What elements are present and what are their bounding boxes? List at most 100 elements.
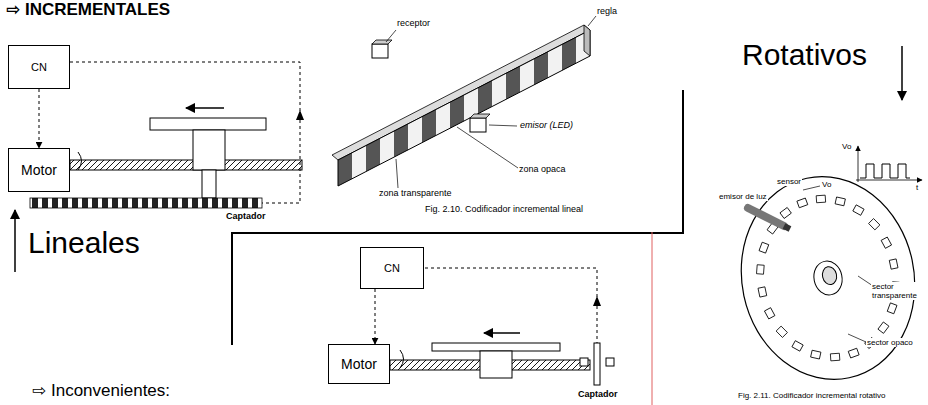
axis-label: t [916, 183, 918, 192]
control-signal-arrow [39, 89, 40, 148]
motor-box: Motor [328, 344, 390, 384]
part-label: emisor de luz [718, 192, 768, 201]
ruler-top [332, 25, 590, 160]
figure-caption: Fig. 2.10. Codificador incremental linea… [425, 204, 583, 214]
leader-line [386, 30, 396, 42]
transparent-sector [764, 308, 774, 319]
opaque-zone [478, 81, 492, 114]
output-wire [803, 186, 820, 190]
part-label: Captador [226, 211, 266, 221]
receiver-cube [372, 44, 388, 58]
leader-line [396, 159, 398, 188]
leader-line [457, 127, 518, 168]
transparent-zone [436, 102, 450, 135]
transparent-sector [792, 341, 803, 351]
encoder-block [606, 358, 614, 366]
encoder-disc [594, 343, 600, 385]
pointer-arrow [14, 210, 16, 272]
time-axis [856, 180, 922, 181]
box-text: CN [384, 262, 400, 274]
receiver-cube-top [372, 40, 392, 44]
ruler-end [584, 25, 590, 56]
carriage [480, 351, 512, 378]
controller-box: CN [360, 247, 424, 289]
transparent-sector [881, 237, 891, 248]
leader-line [489, 125, 517, 126]
transparent-zone [520, 59, 534, 92]
rotary-encoder-figure [723, 146, 928, 396]
group-label: Rotativos [742, 38, 867, 73]
feedback-line [70, 62, 300, 203]
opaque-zone [450, 95, 464, 128]
disc-slots [742, 182, 915, 374]
transparent-sector [797, 198, 808, 208]
light-emitter [748, 208, 784, 226]
signal-name: Vo [842, 142, 851, 151]
ruler-stripes [338, 30, 590, 186]
section-heading: ⇨ Inconvenientes: [32, 381, 170, 401]
rotation-arrow [400, 350, 404, 368]
transparent-sector [758, 287, 767, 297]
transparent-sector [889, 259, 898, 269]
leader-line [848, 334, 866, 342]
transparent-sector [811, 350, 821, 359]
part-label: zona opaca [518, 164, 567, 174]
part-label: sector opaco [866, 338, 914, 347]
machine-table [150, 118, 266, 130]
opaque-zone [366, 138, 380, 171]
feedback-line [425, 268, 597, 343]
part-label: sector transparente [871, 282, 925, 300]
transparent-sector [830, 353, 839, 361]
linear-axis-figure [30, 62, 304, 208]
part-label: Captador [578, 389, 618, 399]
transparent-sector [878, 322, 889, 333]
controller-box: CN [8, 45, 70, 89]
opaque-zone [394, 124, 408, 157]
transparent-sector [757, 265, 765, 275]
emitter-cube [470, 118, 486, 132]
ruler-outline [338, 30, 590, 186]
feedback-arrowhead [593, 296, 601, 306]
transparent-sector [869, 219, 880, 230]
transparent-sector [848, 348, 859, 358]
transparent-zone [548, 44, 562, 77]
box-text: Motor [21, 162, 57, 178]
feedback-arrowhead [296, 110, 304, 120]
motor-box: Motor [8, 148, 70, 192]
part-label: sensor [776, 177, 802, 186]
shaft [821, 265, 838, 286]
signal-name: Vo [821, 180, 832, 189]
transparent-zone [352, 146, 366, 179]
transparent-zone [408, 117, 422, 150]
transparent-zone [492, 73, 506, 106]
motion-arrow [484, 332, 520, 334]
transparent-sector [776, 326, 787, 337]
motion-arrow [186, 107, 224, 109]
opaque-zone [338, 153, 352, 186]
leadscrew [70, 160, 302, 170]
encoder-block [580, 358, 588, 366]
bracket-line [232, 90, 683, 345]
transparent-sector [759, 242, 769, 253]
pointer-arrow [901, 46, 903, 100]
group-label: Lineales [28, 226, 140, 261]
transparent-sector [887, 303, 897, 314]
transparent-sector [780, 207, 791, 218]
hub [811, 258, 845, 297]
part-label: zona transparente [378, 188, 453, 198]
part-label: regla [596, 6, 618, 16]
figure-caption: Fig. 2.11. Codificador incremental rotat… [738, 391, 885, 400]
carriage [193, 130, 225, 170]
transparent-sector [816, 195, 825, 203]
pulse-signal [860, 164, 910, 178]
part-label: receptor [396, 18, 431, 28]
machine-table [432, 343, 560, 351]
emitter-lens [784, 226, 790, 229]
linear-scale [30, 198, 262, 208]
transparent-zone [380, 131, 394, 164]
linear-encoder-figure [332, 16, 596, 188]
leader-line [588, 16, 596, 26]
box-text: Motor [341, 356, 377, 372]
reader-stem [202, 170, 216, 198]
